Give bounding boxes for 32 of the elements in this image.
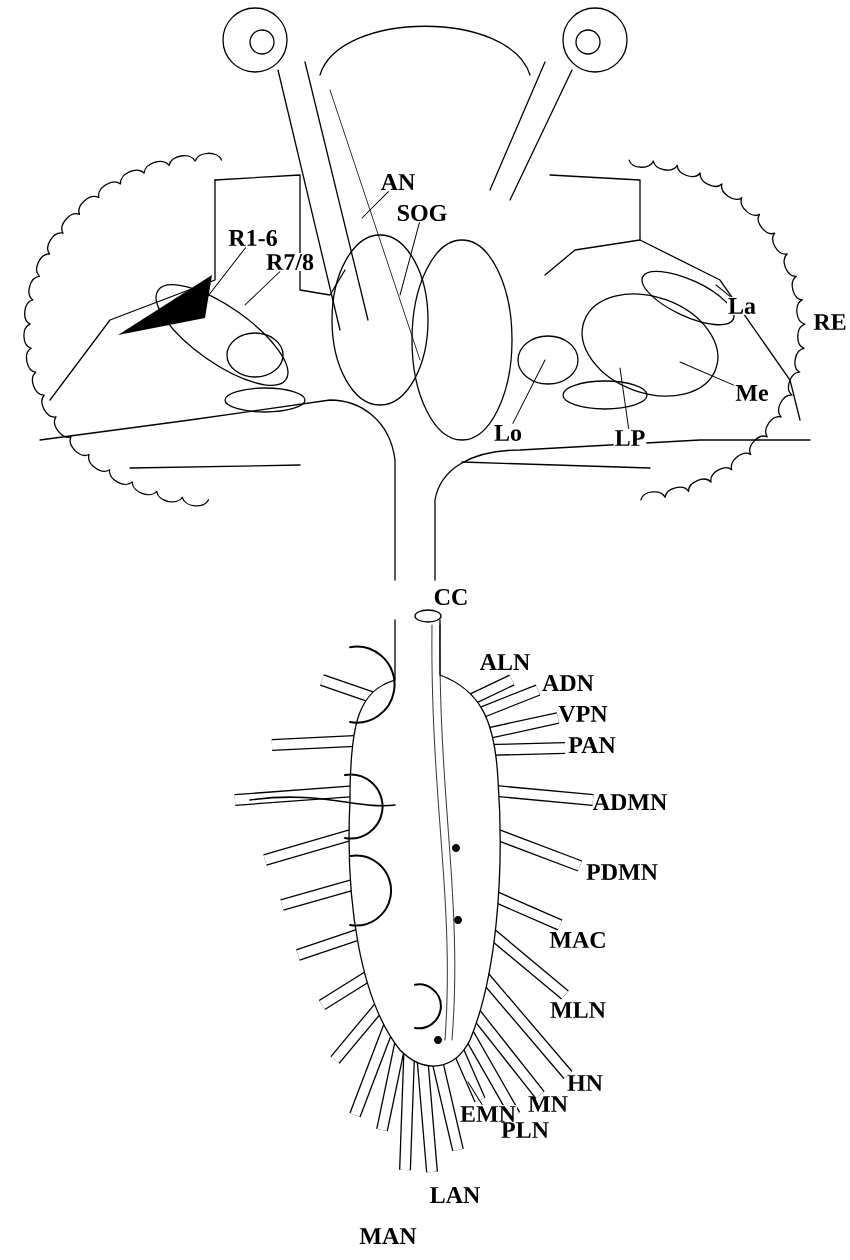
structure-label: LP — [613, 429, 647, 447]
structure-label: MLN — [550, 1002, 606, 1018]
leader-line — [361, 191, 389, 219]
structure-label: MAN — [359, 1228, 417, 1244]
leader-line — [679, 361, 735, 386]
structure-label: MAC — [549, 931, 605, 949]
structure-label: La — [727, 297, 757, 315]
leader-line — [399, 222, 420, 296]
structure-label: R1-6 — [227, 228, 279, 248]
structure-label: VPN — [558, 705, 608, 723]
leader-line — [512, 359, 546, 424]
leader-line — [715, 284, 731, 297]
structure-label: PLN — [501, 1122, 549, 1138]
structure-label: Me — [734, 384, 770, 402]
structure-label: AN — [379, 173, 417, 191]
leader-line — [619, 367, 630, 429]
structure-label: PDMN — [586, 864, 658, 880]
structure-label: PAN — [568, 737, 616, 753]
leader-line — [244, 271, 281, 306]
structure-label: ALN — [479, 654, 530, 670]
structure-label: EMN — [459, 1105, 517, 1123]
structure-label: Lo — [493, 424, 523, 442]
structure-label: R7/8 — [265, 252, 315, 272]
structure-label: MN — [528, 1096, 568, 1112]
structure-label: SOG — [395, 203, 449, 223]
structure-label: ADMN — [592, 794, 667, 810]
structure-label: LAN — [430, 1187, 480, 1203]
structure-label: RE — [813, 314, 846, 330]
structure-label: HN — [567, 1075, 603, 1091]
leader-line — [467, 1081, 483, 1105]
structure-label: ADN — [542, 675, 594, 691]
structure-label: CC — [434, 588, 467, 606]
